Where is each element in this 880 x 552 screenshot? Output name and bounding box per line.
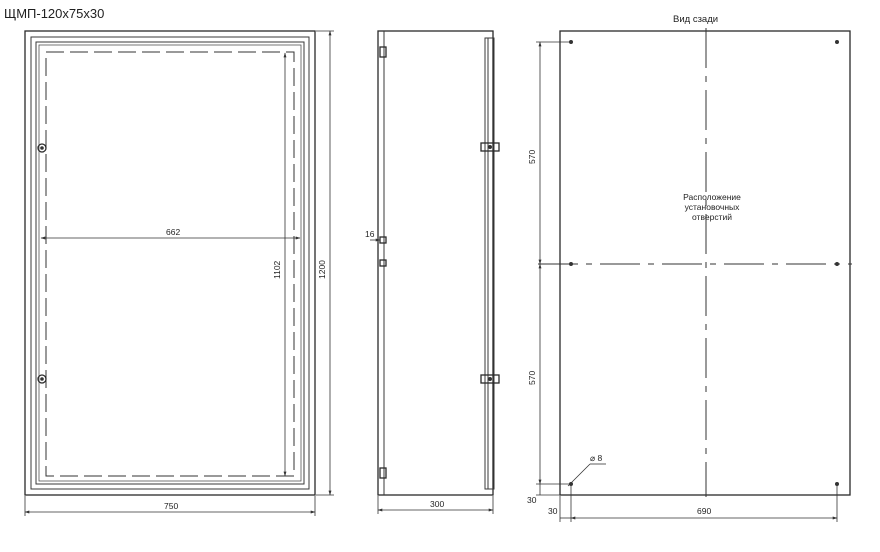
drawing-title: ЩМП-120х75х30 <box>4 6 104 21</box>
hole-spacing-label: 690 <box>697 506 711 516</box>
front-door-inner-edge <box>38 44 302 482</box>
hole-leader-line <box>567 463 591 487</box>
depth-label: 300 <box>430 499 444 509</box>
lower-spacing-label: 570 <box>527 371 537 385</box>
front-hidden-outline <box>45 51 295 477</box>
front-lock-upper <box>37 143 47 153</box>
mount-hole-top-left <box>569 40 573 44</box>
rear-outer-outline <box>559 30 851 496</box>
rear-note-line-1: Расположение <box>683 192 741 202</box>
outer-height-label: 1200 <box>317 260 327 279</box>
rear-view-heading: Вид сзади <box>673 14 718 25</box>
rear-note-line-3: отверстий <box>692 212 732 222</box>
left-offset-label: 30 <box>548 506 558 516</box>
side-hinge-mid-lower <box>379 259 387 267</box>
mount-hole-bottom-right <box>835 482 839 486</box>
side-view: 16 300 <box>365 30 500 514</box>
mount-hole-mid-left <box>569 262 573 266</box>
front-door-outline <box>35 41 305 485</box>
side-mount-rail <box>484 37 495 490</box>
outer-width-label: 750 <box>164 501 178 511</box>
side-bracket-lower <box>480 374 500 384</box>
mount-hole-top-right <box>835 40 839 44</box>
rear-note-line-2: установочных <box>685 202 741 212</box>
side-hinge-top <box>379 46 387 58</box>
bottom-offset-label: 30 <box>527 495 537 505</box>
side-hinge-mid-upper <box>379 236 387 244</box>
hole-diameter-label: ⌀ 8 <box>590 453 602 463</box>
front-frame-inner-edge <box>30 36 310 490</box>
inner-height-label: 1102 <box>272 260 282 279</box>
mount-hole-bottom-left <box>569 482 573 486</box>
upper-spacing-label: 570 <box>527 150 537 164</box>
mount-hole-mid-right <box>835 262 839 266</box>
side-hinge-bottom <box>379 467 387 479</box>
side-bracket-upper <box>480 142 500 152</box>
front-lock-lower <box>37 374 47 384</box>
front-view: 662 1102 1200 750 <box>24 30 334 516</box>
rear-view: Вид сзади Расположение установочных отве… <box>527 14 852 522</box>
front-outer-frame <box>24 30 316 496</box>
side-outer-outline <box>377 30 494 496</box>
hinge-offset-label: 16 <box>365 229 375 239</box>
inner-width-label: 662 <box>166 227 180 237</box>
